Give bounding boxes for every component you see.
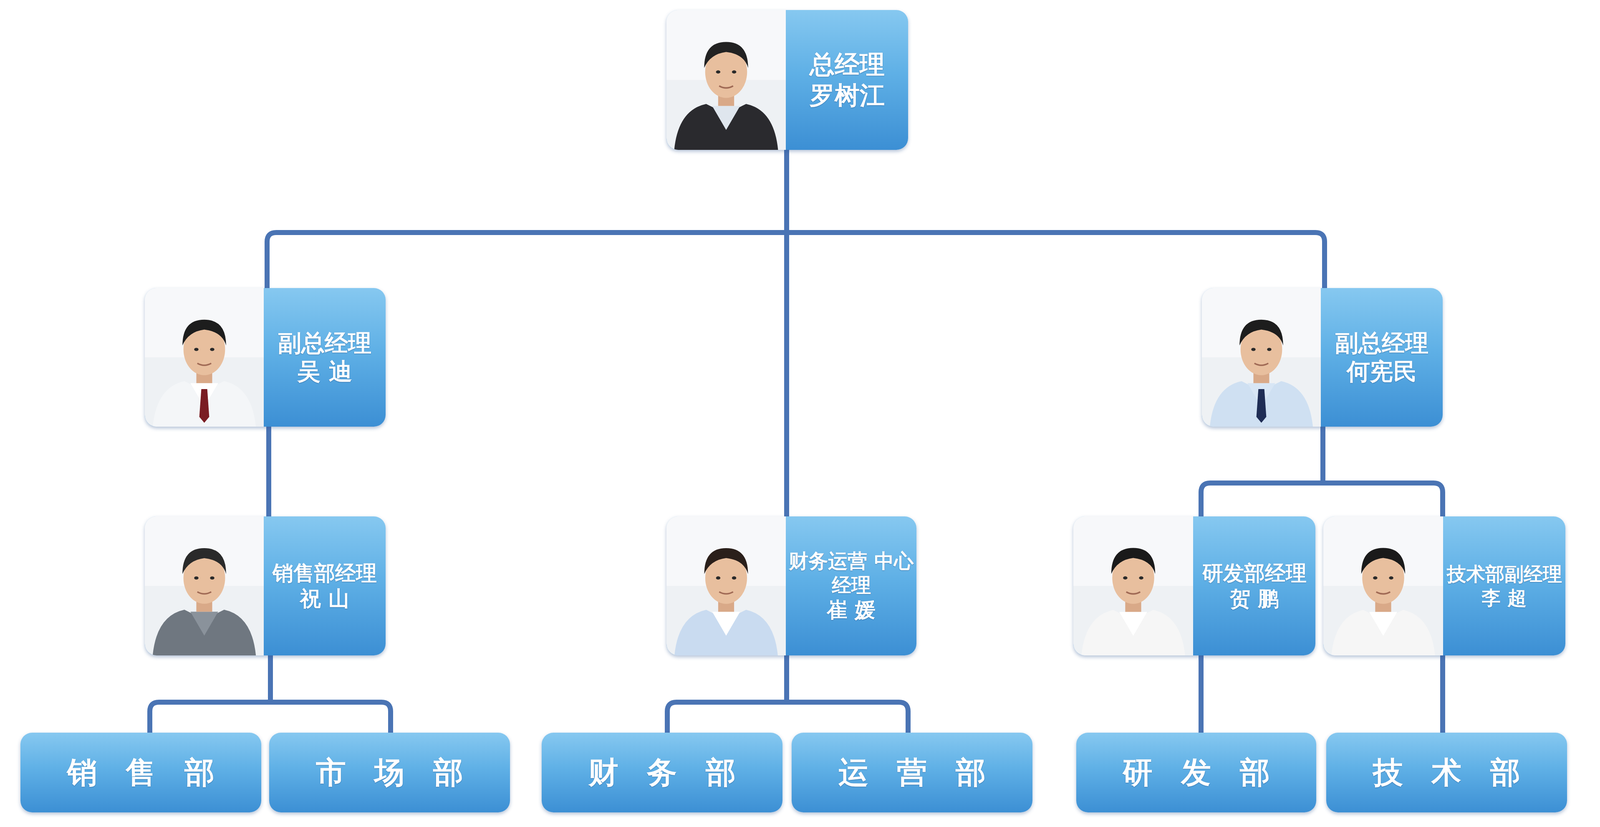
org-connector (786, 149, 1325, 288)
text-panel: 总经理罗树江 (785, 10, 909, 150)
org-connector (786, 655, 909, 733)
portrait-photo (666, 516, 786, 656)
person-box: 副总经理吴 迪 (144, 287, 386, 427)
text-panel: 研发部经理贺 鹏 (1193, 516, 1316, 656)
person-name: 祝 山 (300, 585, 349, 612)
person-name: 李 超 (1481, 585, 1527, 610)
org-connector (667, 655, 787, 733)
department-name: 市 场 部 (315, 754, 472, 791)
job-title: 销售部经理 (272, 560, 377, 586)
person-box: 销售部经理祝 山 (144, 516, 386, 656)
text-panel: 销 售 部 (20, 732, 262, 813)
org-connector (266, 426, 272, 517)
org-connector (1198, 655, 1204, 733)
department-name: 技 术 部 (1372, 754, 1530, 791)
person-box: 总经理罗树江 (666, 10, 909, 150)
department-box: 财 务 部 (541, 732, 783, 813)
org-connector (1201, 426, 1323, 517)
department-box: 研 发 部 (1076, 732, 1317, 813)
text-panel: 销售部经理祝 山 (263, 516, 386, 656)
department-box: 技 术 部 (1326, 732, 1568, 813)
person-name: 贺 鹏 (1229, 585, 1279, 612)
department-name: 研 发 部 (1122, 754, 1279, 791)
text-panel: 财 务 部 (541, 732, 783, 813)
person-box: 财务运营 中心经理崔 媛 (666, 516, 917, 656)
department-box: 市 场 部 (269, 732, 510, 813)
department-name: 财 务 部 (588, 754, 745, 791)
person-name: 何宪民 (1346, 357, 1417, 386)
text-panel: 研 发 部 (1076, 732, 1317, 813)
department-box: 销 售 部 (20, 732, 262, 813)
person-box: 副总经理何宪民 (1201, 287, 1443, 427)
text-panel: 技 术 部 (1326, 732, 1568, 813)
portrait-photo (144, 516, 264, 656)
department-name: 运 营 部 (838, 754, 995, 791)
job-title: 副总经理 (1335, 328, 1429, 358)
text-panel: 副总经理吴 迪 (263, 287, 386, 427)
text-panel: 技术部副经理李 超 (1443, 516, 1566, 656)
person-name: 罗树江 (809, 80, 885, 111)
text-panel: 市 场 部 (269, 732, 510, 813)
person-name: 吴 迪 (297, 357, 353, 386)
department-box: 运 营 部 (791, 732, 1033, 813)
org-connector (270, 655, 391, 733)
portrait-photo (144, 287, 264, 427)
portrait-photo (1323, 516, 1444, 656)
person-box: 研发部经理贺 鹏 (1073, 516, 1316, 656)
portrait-photo (1201, 287, 1321, 427)
org-connector (149, 655, 271, 733)
text-panel: 副总经理何宪民 (1320, 287, 1443, 427)
job-title: 技术部副经理 (1446, 562, 1563, 586)
org-connector (784, 149, 790, 517)
text-panel: 运 营 部 (791, 732, 1033, 813)
person-box: 技术部副经理李 超 (1323, 516, 1566, 656)
org-connector (1440, 655, 1446, 733)
job-title: 财务运营 中心经理 (785, 548, 917, 597)
portrait-photo (1073, 516, 1194, 656)
job-title: 研发部经理 (1202, 560, 1307, 586)
portrait-photo (666, 10, 786, 150)
job-title: 副总经理 (277, 328, 372, 358)
department-name: 销 售 部 (67, 754, 224, 791)
org-connector (267, 149, 787, 288)
org-connector (1322, 426, 1443, 517)
job-title: 总经理 (809, 49, 885, 80)
text-panel: 财务运营 中心经理崔 媛 (785, 516, 917, 656)
person-name: 崔 媛 (826, 597, 876, 623)
